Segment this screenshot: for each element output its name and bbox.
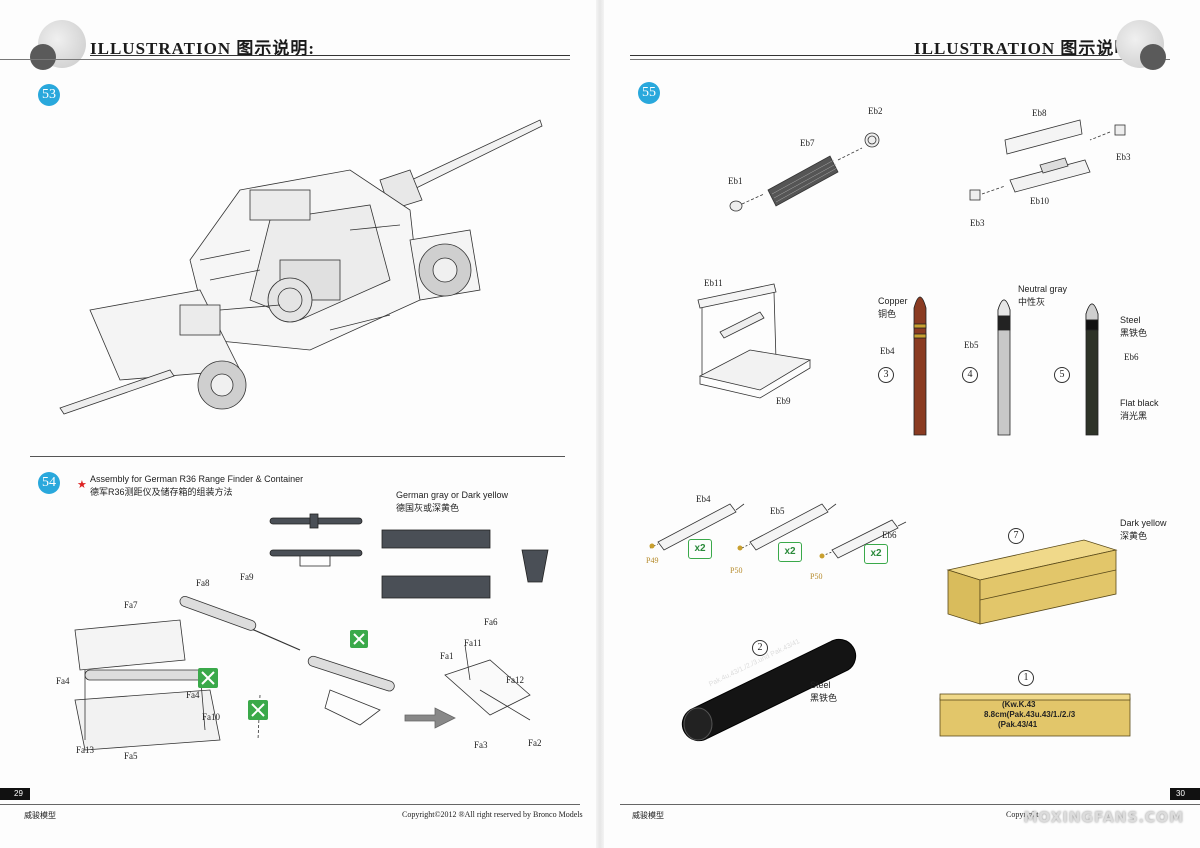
step-54-star: ★ — [77, 479, 87, 491]
quantity-x2: x2 — [688, 539, 712, 559]
step-54-badge: 54 — [38, 472, 60, 494]
rangefinder-assembly-drawing — [74, 596, 531, 751]
header-rule — [90, 55, 570, 56]
part-eb4: Eb4 — [880, 346, 895, 356]
open-box-drawing — [697, 283, 812, 399]
page-title-right: ILLUSTRATION 图示说明: — [914, 39, 1140, 58]
part-fa2: Fa2 — [528, 738, 542, 748]
footer-rule — [0, 804, 580, 805]
callout-5: 5 — [1054, 367, 1070, 383]
color-copper-cn: 铜色 — [878, 309, 897, 319]
footer-bar — [0, 788, 30, 800]
part-eb3-second: Eb3 — [970, 218, 985, 228]
left-page: ILLUSTRATION 图示说明: 53 — [0, 20, 583, 820]
header-rule-thin-right — [630, 59, 1170, 60]
part-fa4-second: Fa4 — [186, 690, 200, 700]
pin-p49: P49 — [646, 556, 659, 565]
color-steel-tube-cn: 黑铁色 — [810, 693, 838, 703]
step-54-title-cn: 德军R36测距仪及储存箱的组装方法 — [90, 487, 233, 497]
step-divider — [30, 456, 565, 457]
color-copper: Copper — [878, 296, 908, 306]
footer-bar-right — [1170, 788, 1200, 800]
fuze-pin-drawing — [649, 503, 907, 559]
part-eb6-second: Eb6 — [882, 530, 897, 540]
part-eb10: Eb10 — [1030, 196, 1049, 206]
page-number: 29 — [14, 789, 23, 798]
step-54-title: Assembly for German R36 Range Finder & C… — [90, 474, 304, 484]
header-decor-dot-right — [1140, 44, 1166, 70]
right-page: ILLUSTRATION 图示说明: 55 Eb1 Eb7 Eb2 — [600, 0, 1200, 848]
part-fa9: Fa9 — [240, 572, 254, 582]
quantity-x2: x2 — [778, 542, 802, 562]
header-rule-right — [630, 55, 1108, 56]
page-gutter — [596, 0, 604, 848]
box-marking-2: 8.8cm(Pak.43u.43/1./2./3 — [984, 710, 1076, 719]
part-eb3: Eb3 — [1116, 152, 1131, 162]
ammo-box-drawing — [939, 693, 1131, 737]
color-steel-tube: Steel — [810, 680, 831, 690]
part-eb2: Eb2 — [868, 106, 883, 116]
box-marking-1: (Kw.K.43 — [1002, 700, 1036, 709]
color-flat-black-cn: 消光黑 — [1120, 411, 1148, 421]
callout-7: 7 — [1008, 528, 1024, 544]
callout-4: 4 — [962, 367, 978, 383]
watermark: MOXINGFANS.COM — [1023, 810, 1184, 826]
part-fa10: Fa10 — [202, 712, 220, 722]
step-55-badge: 55 — [638, 82, 660, 104]
part-fa11: Fa11 — [464, 638, 482, 648]
part-fa8: Fa8 — [196, 578, 210, 588]
part-eb4-second: Eb4 — [696, 494, 711, 504]
box-marking-3: (Pak.43/41 — [998, 720, 1038, 729]
fuze-assembly-drawing — [729, 132, 880, 212]
part-fa13: Fa13 — [76, 745, 94, 755]
pin-p50-second: P50 — [810, 572, 823, 581]
box-lid-assembly-drawing — [969, 119, 1126, 201]
callout-2: 2 — [752, 640, 768, 656]
page-title: ILLUSTRATION 图示说明: — [90, 39, 316, 58]
footer-copyright: Copyright©2012 ®All right reserved by Br… — [402, 810, 583, 819]
callout-1: 1 — [1018, 670, 1034, 686]
color-neutral-gray-cn: 中性灰 — [1018, 297, 1046, 307]
color-neutral-gray: Neutral gray — [1018, 284, 1068, 294]
step-53-badge: 53 — [38, 84, 60, 106]
color-steel: Steel — [1120, 315, 1141, 325]
part-fa6: Fa6 — [484, 617, 498, 627]
header-decor-dot — [30, 44, 56, 70]
part-eb8: Eb8 — [1032, 108, 1047, 118]
part-eb7: Eb7 — [800, 138, 815, 148]
callout-3: 3 — [878, 367, 894, 383]
header-rule-thin — [0, 59, 570, 60]
part-fa3: Fa3 — [474, 740, 488, 750]
footer-copyright-right: Copyright — [1006, 810, 1039, 819]
ammo-crate-drawing — [946, 539, 1118, 625]
color-dark-yellow: Dark yellow — [1120, 518, 1167, 528]
color-dark-yellow-cn: 深黄色 — [1120, 531, 1148, 541]
storage-tube-drawing — [681, 638, 857, 742]
part-eb6: Eb6 — [1124, 352, 1139, 362]
page-number-right: 30 — [1176, 789, 1185, 798]
part-eb9: Eb9 — [776, 396, 791, 406]
part-eb5-second: Eb5 — [770, 506, 785, 516]
footer-brand: 威骏模型 — [24, 811, 56, 820]
painted-parts — [269, 513, 549, 599]
footer-rule-right — [620, 804, 1200, 805]
color-steel-cn: 黑铁色 — [1120, 328, 1148, 338]
color-flat-black: Flat black — [1120, 398, 1159, 408]
part-fa4: Fa4 — [56, 676, 70, 686]
gun-assembly-drawing — [59, 119, 543, 415]
paint-note-cn: 德国灰或深黄色 — [396, 503, 460, 513]
part-fa7: Fa7 — [124, 600, 138, 610]
part-eb1: Eb1 — [728, 176, 743, 186]
part-fa12: Fa12 — [506, 675, 524, 685]
shell-rounds-drawing — [913, 296, 1099, 436]
footer-brand-right: 威骏模型 — [632, 811, 664, 820]
quantity-x2: x2 — [864, 544, 888, 564]
part-fa1: Fa1 — [440, 651, 454, 661]
part-eb11: Eb11 — [704, 278, 723, 288]
part-eb5: Eb5 — [964, 340, 979, 350]
pin-p50: P50 — [730, 566, 743, 575]
part-fa5: Fa5 — [124, 751, 138, 761]
paint-note: German gray or Dark yellow — [396, 490, 509, 500]
